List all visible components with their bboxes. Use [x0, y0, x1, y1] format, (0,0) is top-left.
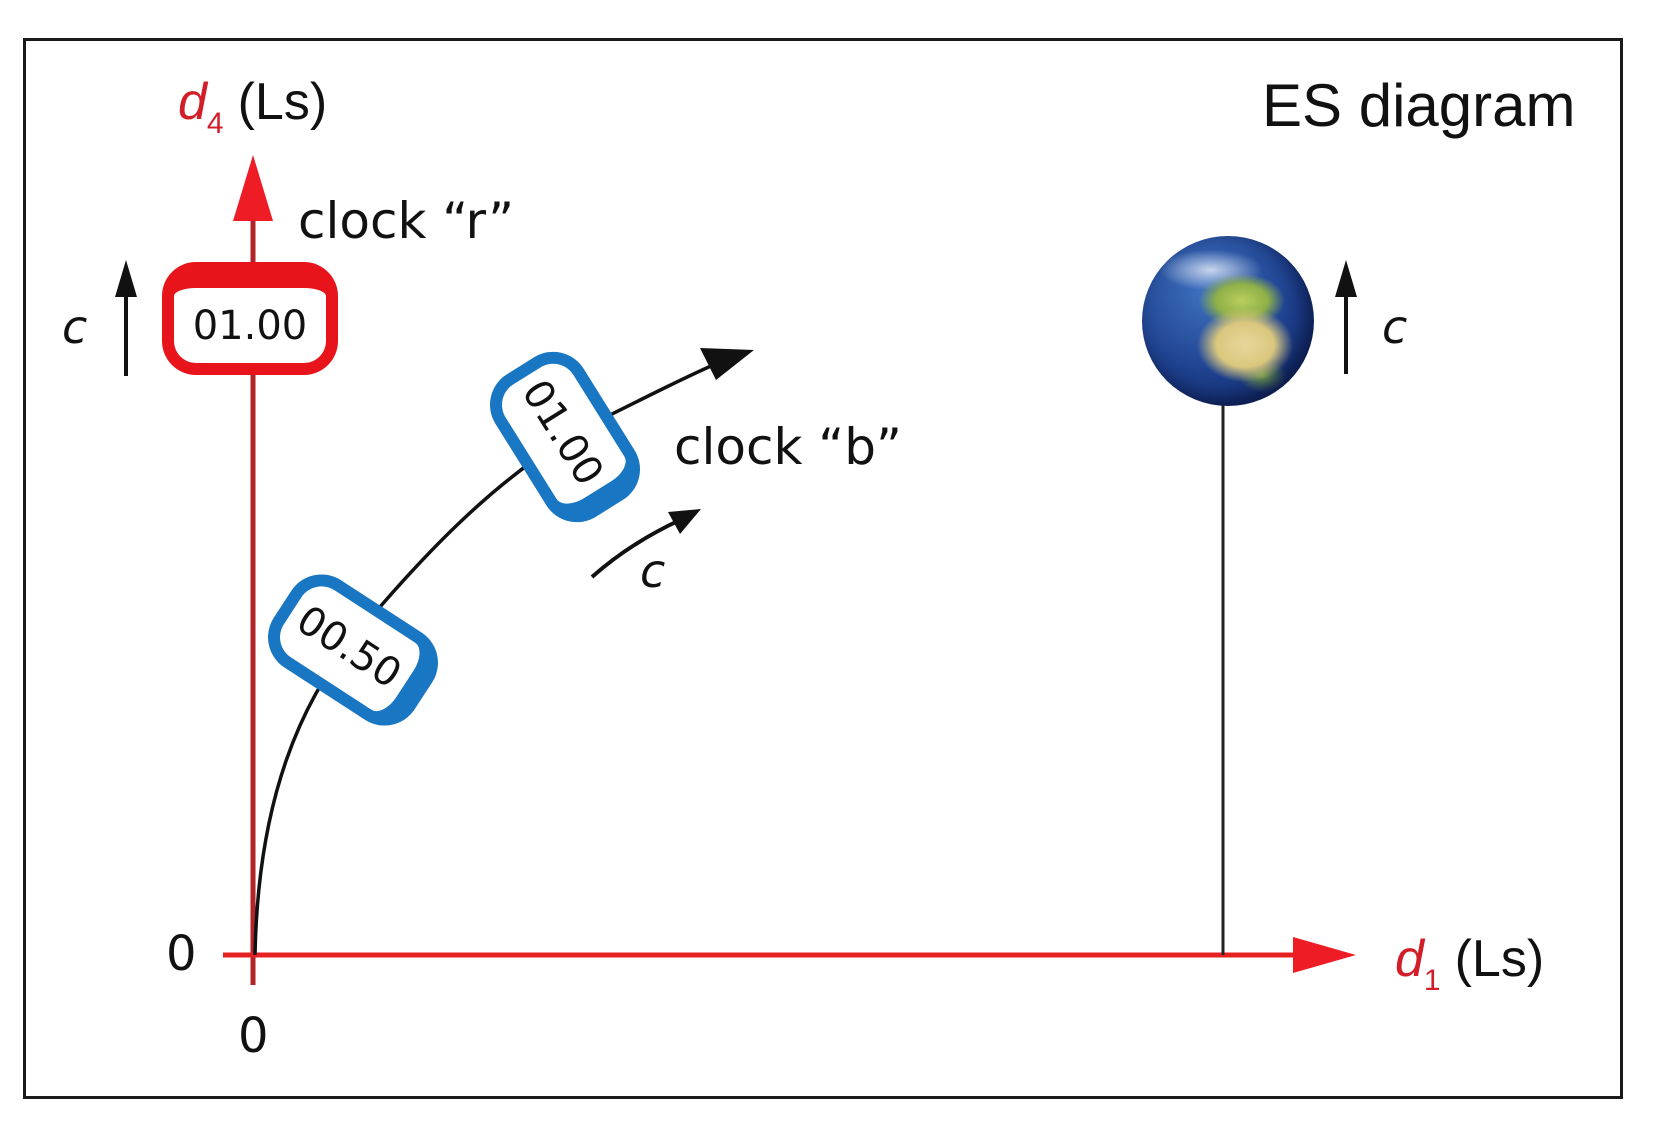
d4-axis-label: d4 (Ls)	[178, 73, 328, 139]
diagram-title: ES diagram	[1262, 72, 1576, 139]
clock-r-label: clock “r”	[298, 192, 515, 250]
clock-b-worldline-arrowhead	[700, 348, 754, 380]
diagram-frame	[23, 38, 1623, 1099]
left-speed-arrowhead	[115, 260, 137, 297]
origin-x-tick: 0	[238, 1008, 269, 1064]
left-speed-label: c	[62, 300, 88, 354]
origin-y-tick: 0	[166, 926, 197, 982]
clock-b-worldline	[253, 360, 721, 956]
d1-axis-arrowhead	[1293, 937, 1356, 973]
clock-r: 01.00	[162, 262, 338, 375]
clock-b-label: clock “b”	[674, 418, 902, 476]
clock-r-reading: 01.00	[192, 302, 308, 349]
arc-speed-arrow	[590, 518, 681, 579]
arc-speed-arrowhead	[668, 509, 701, 534]
clock-b-reading-2: 01.00	[512, 372, 613, 494]
earth-speed-arrowhead	[1335, 260, 1357, 297]
d1-axis-var: d	[1395, 930, 1424, 988]
d1-axis-sub: 1	[1423, 964, 1441, 997]
d1-axis-unit: (Ls)	[1454, 930, 1545, 988]
d4-axis-unit: (Ls)	[237, 73, 328, 131]
d4-axis-arrowhead	[233, 155, 273, 221]
d4-axis-sub: 4	[206, 107, 224, 140]
earth-icon	[1142, 236, 1314, 406]
d1-axis-label: d1 (Ls)	[1395, 930, 1545, 996]
earth-speed-label: c	[1382, 300, 1408, 354]
d4-axis-var: d	[178, 73, 207, 131]
arc-speed-label: c	[640, 544, 666, 598]
